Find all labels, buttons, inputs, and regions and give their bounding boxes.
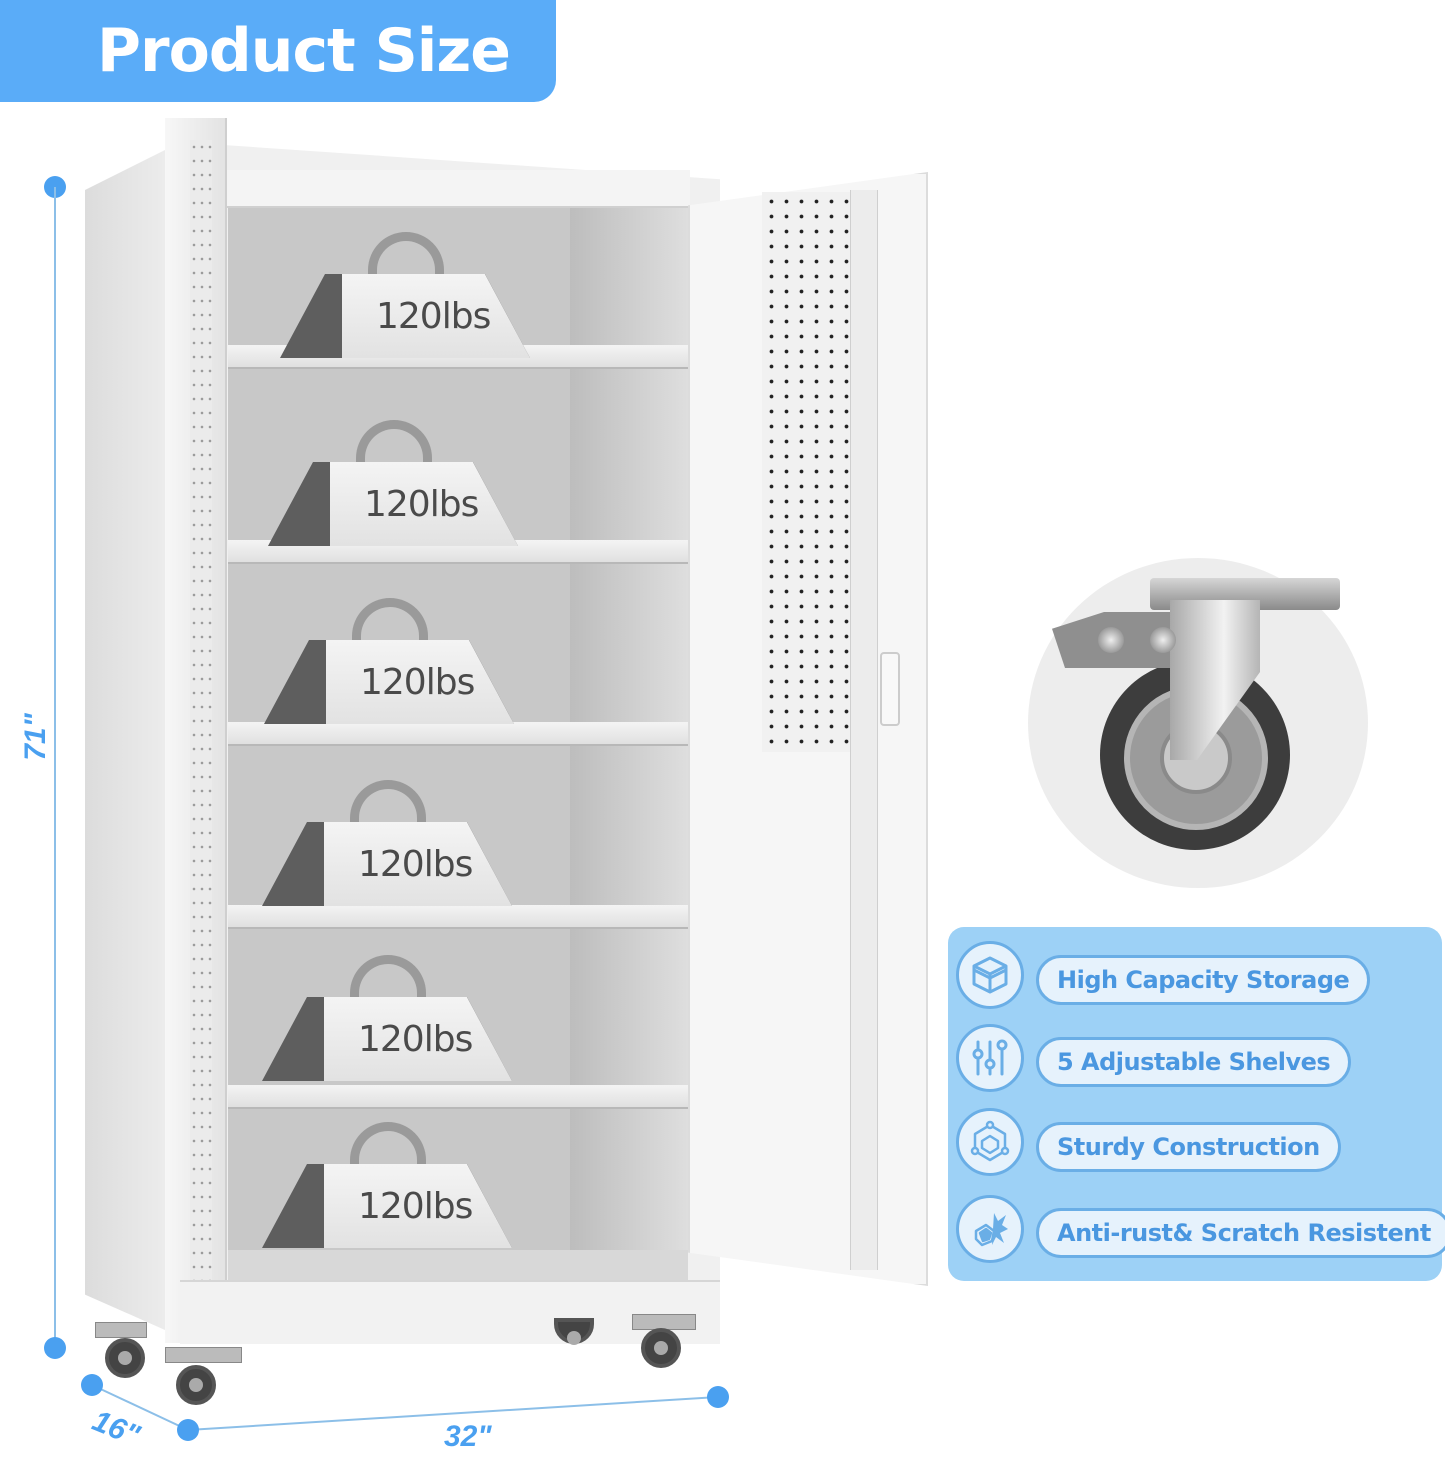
weight-handle — [356, 420, 432, 475]
feature-label: Sturdy Construction — [1057, 1133, 1320, 1161]
weight-shelf-3: 120lbs — [264, 598, 514, 728]
caster-wheel — [105, 1338, 145, 1378]
feature-pill: 5 Adjustable Shelves — [1036, 1037, 1352, 1087]
feature-icon-badge — [956, 1024, 1024, 1092]
feature-label: 5 Adjustable Shelves — [1057, 1048, 1331, 1076]
weight-face: 120lbs — [324, 997, 512, 1081]
feature-pill: High Capacity Storage — [1036, 955, 1371, 1005]
dimension-line-vertical — [54, 187, 56, 1347]
weight-label: 120lbs — [358, 1018, 473, 1060]
page-title: Product Size — [97, 16, 511, 86]
caster-wheel — [176, 1365, 216, 1405]
door-handle — [880, 652, 900, 726]
cabinet-top — [210, 170, 690, 208]
weight-face: 120lbs — [324, 1164, 512, 1248]
weight-label: 120lbs — [360, 661, 475, 703]
caster-detail-bolt — [1098, 627, 1124, 653]
weight-face: 120lbs — [324, 822, 512, 906]
caster-detail-bolt — [1150, 627, 1176, 653]
weight-shelf-1: 120lbs — [280, 232, 530, 362]
weight-floor: 120lbs — [262, 1122, 512, 1252]
base-dimension-lines — [81, 1374, 729, 1441]
shelf-5 — [228, 1085, 688, 1109]
sliders-icon — [972, 1039, 1008, 1076]
dimension-dot-bottom — [44, 1337, 66, 1359]
feature-icon-badge — [956, 1195, 1024, 1263]
shelf-3 — [228, 722, 688, 746]
feature-pill: Anti-rust& Scratch Resistent — [1036, 1208, 1445, 1258]
width-label: 32" — [444, 1420, 492, 1453]
title-banner: Product Size — [0, 0, 556, 102]
box-icon — [972, 956, 1008, 994]
weight-shelf-2: 120lbs — [268, 420, 518, 550]
cabinet-side-panel — [85, 150, 165, 1330]
feature-label: Anti-rust& Scratch Resistent — [1057, 1219, 1431, 1247]
caster-wheel — [554, 1318, 594, 1345]
weight-label: 120lbs — [376, 295, 491, 337]
weight-label: 120lbs — [358, 1185, 473, 1227]
height-label: 71" — [19, 713, 52, 761]
weight-label: 120lbs — [364, 483, 479, 525]
weight-handle — [350, 1122, 426, 1177]
cabinet-floor — [228, 1250, 688, 1280]
weight-handle — [368, 232, 444, 287]
weight-shelf-5: 120lbs — [262, 955, 512, 1085]
weight-label: 120lbs — [358, 843, 473, 885]
shield-splash-icon — [974, 1213, 1008, 1247]
caster-mount — [165, 1347, 242, 1363]
door-lock-rail — [850, 190, 878, 1270]
weight-handle — [350, 780, 426, 835]
right-door-pegboard — [762, 192, 850, 752]
shelf-4 — [228, 905, 688, 929]
cabinet-base — [180, 1280, 720, 1344]
weight-handle — [352, 598, 428, 653]
caster-wheel — [641, 1328, 681, 1368]
structure-icon — [970, 1120, 1010, 1162]
feature-icon-badge — [956, 1108, 1024, 1176]
weight-face: 120lbs — [326, 640, 514, 724]
weight-face: 120lbs — [330, 462, 518, 546]
weight-shelf-4: 120lbs — [262, 780, 512, 910]
caster-mount — [95, 1322, 147, 1338]
left-door-pegboard — [190, 140, 212, 1320]
weight-handle — [350, 955, 426, 1010]
weight-face: 120lbs — [342, 274, 530, 358]
feature-icon-badge — [956, 941, 1024, 1009]
feature-pill: Sturdy Construction — [1036, 1122, 1341, 1172]
feature-label: High Capacity Storage — [1057, 966, 1350, 994]
features-panel: High Capacity Storage 5 Adjustable Shelv… — [948, 927, 1445, 1281]
